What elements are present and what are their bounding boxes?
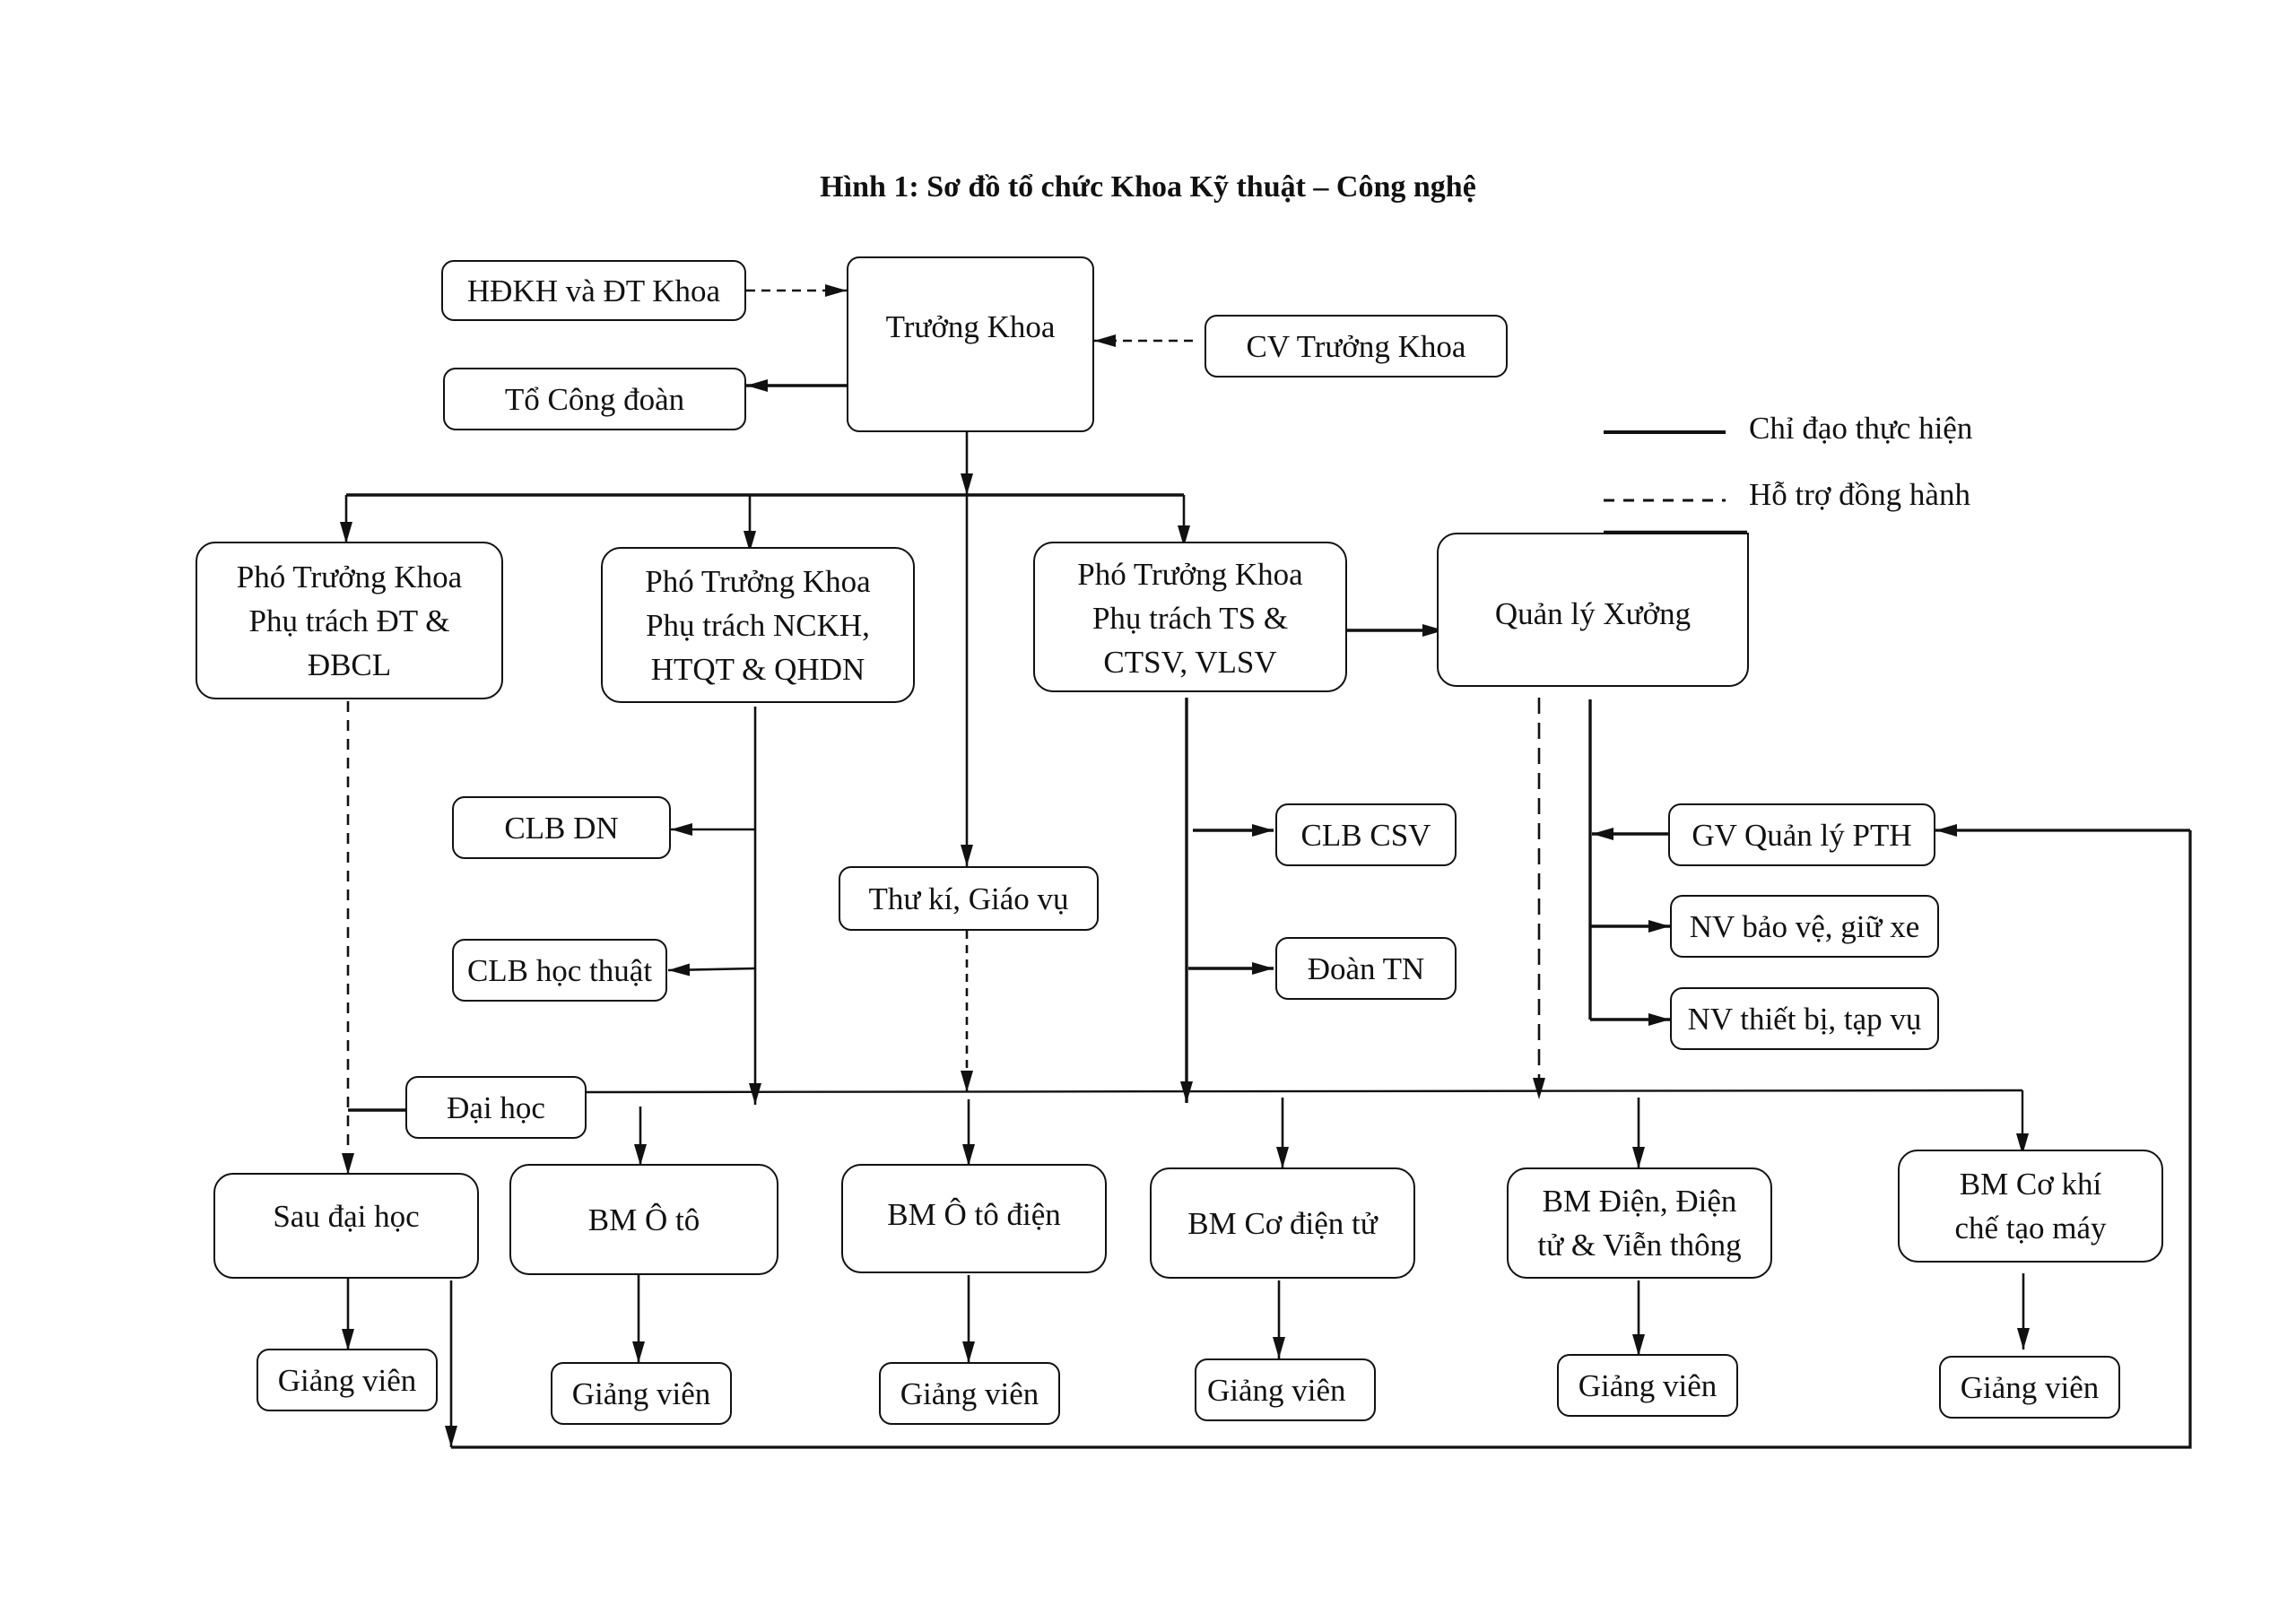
legend-dashed-label: Hỗ trợ đồng hành	[1749, 477, 1970, 512]
node-thu-ki: Thư kí, Giáo vụ	[839, 866, 1099, 931]
node-bm-co-dien-tu: BM Cơ điện tử	[1150, 1167, 1415, 1279]
node-pho-dt-line2: Phụ trách ĐT &	[248, 603, 450, 638]
node-gv-quan-ly-pth: GV Quản lý PTH	[1668, 803, 1935, 866]
diagram-title: Hình 1: Sơ đồ tổ chức Khoa Kỹ thuật – Cô…	[820, 170, 1476, 204]
node-quan-ly-xuong-label: Quản lý Xưởng	[1494, 596, 1692, 631]
node-clb-dn: CLB DN	[452, 796, 671, 859]
node-cv-truong-khoa: CV Trưởng Khoa	[1205, 315, 1508, 378]
node-nv-thiet-bi: NV thiết bị, tạp vụ	[1670, 987, 1939, 1050]
node-quan-ly-xuong: Quản lý Xưởng	[1437, 533, 1749, 687]
node-giang-vien-cokhi: Giảng viên	[1939, 1356, 2120, 1419]
node-giang-vien-otodien: Giảng viên	[879, 1362, 1060, 1425]
node-pho-ts-line1: Phó Trưởng Khoa	[1077, 557, 1303, 592]
node-pho-nckh-line2: Phụ trách NCKH,	[646, 607, 870, 643]
node-hdkh: HĐKH và ĐT Khoa	[441, 260, 746, 321]
node-sau-dai-hoc: Sau đại học	[213, 1173, 479, 1279]
node-bm-o-to-dien: BM Ô tô điện	[841, 1164, 1107, 1273]
node-to-cong-doan: Tổ Công đoàn	[443, 368, 746, 430]
node-giang-vien-dien: Giảng viên	[1557, 1354, 1738, 1417]
legend-solid-label: Chỉ đạo thực hiện	[1749, 411, 1973, 446]
node-bm-co-khi-line1: BM Cơ khí	[1959, 1167, 2102, 1202]
node-clb-hoc-thuat: CLB học thuật	[452, 939, 667, 1002]
node-clb-csv: CLB CSV	[1275, 803, 1457, 866]
node-giang-vien-codientu: Giảng viên	[1195, 1358, 1376, 1421]
edge-loop-path	[451, 830, 2192, 1449]
node-giang-vien-oto: Giảng viên	[551, 1362, 732, 1425]
node-pho-dt-line3: ĐBCL	[307, 647, 392, 682]
node-bm-co-khi-line2: chế tạo máy	[1954, 1211, 2107, 1245]
node-truong-khoa: Trưởng Khoa	[847, 256, 1094, 432]
node-pho-nckh-line1: Phó Trưởng Khoa	[645, 563, 871, 599]
bus-dept	[586, 1089, 2023, 1094]
node-pho-ts-line3: CTSV, VLSV	[1103, 645, 1277, 680]
node-pho-dt: Phó Trưởng Khoa Phụ trách ĐT & ĐBCL	[196, 542, 503, 699]
edge-nckh-clbht	[667, 963, 756, 976]
node-pho-nckh-line3: HTQT & QHDN	[650, 651, 865, 687]
node-bm-co-khi: BM Cơ khí chế tạo máy	[1898, 1150, 2163, 1263]
node-bm-dien-line2: tử & Viễn thông	[1537, 1228, 1742, 1263]
node-doan-tn: Đoàn TN	[1275, 937, 1457, 1000]
node-giang-vien-sdh: Giảng viên	[257, 1349, 438, 1411]
node-bm-o-to: BM Ô tô	[509, 1164, 778, 1275]
node-pho-ts: Phó Trưởng Khoa Phụ trách TS & CTSV, VLS…	[1033, 542, 1347, 692]
node-pho-ts-line2: Phụ trách TS &	[1091, 601, 1289, 636]
node-nv-bao-ve: NV bảo vệ, giữ xe	[1670, 895, 1939, 958]
node-bm-dien-line1: BM Điện, Điện	[1542, 1184, 1737, 1219]
node-bm-dien: BM Điện, Điện tử & Viễn thông	[1507, 1167, 1772, 1279]
node-pho-nckh: Phó Trưởng Khoa Phụ trách NCKH, HTQT & Q…	[601, 547, 915, 703]
node-pho-dt-line1: Phó Trưởng Khoa	[236, 559, 463, 595]
node-dai-hoc: Đại học	[405, 1076, 587, 1139]
